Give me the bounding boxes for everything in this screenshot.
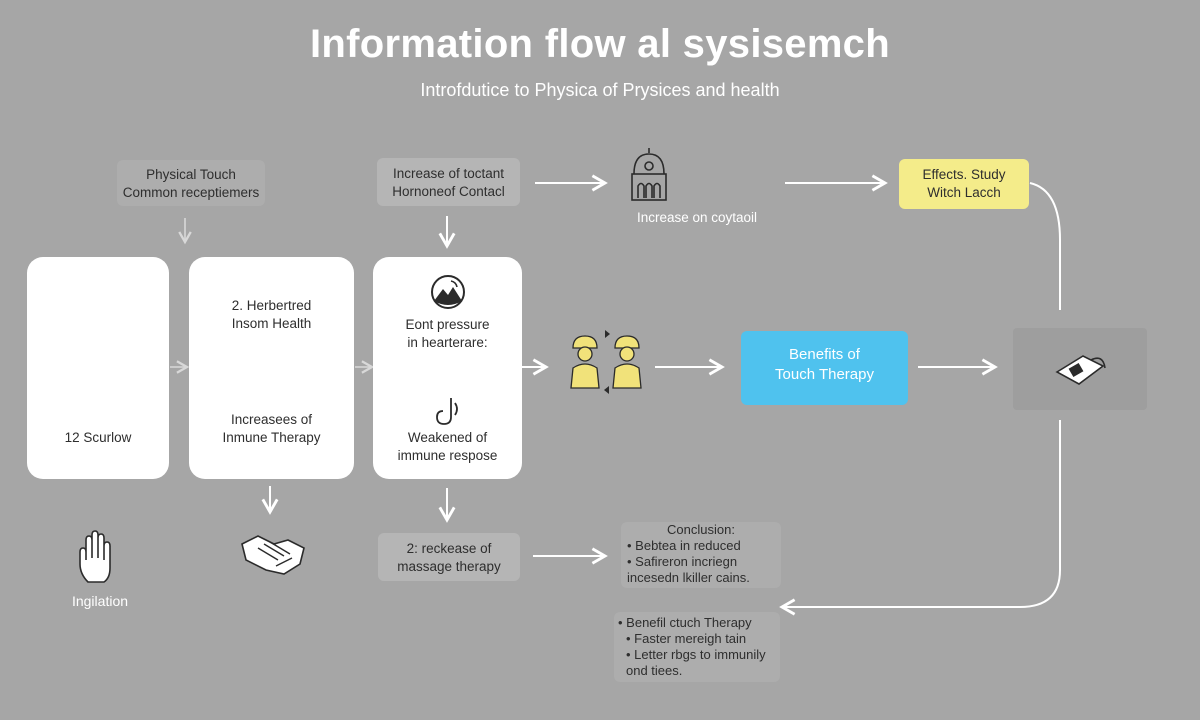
node-release-massage-line2: massage therapy [397,559,501,574]
card-eont-pressure: Eont pressure in hearterare: Weakened of… [373,257,522,479]
node-conclusion-list: • Bebtea in reduced • Safireron incriegn… [627,538,781,586]
node-effects-study-line2: Witch Lacch [927,185,1001,200]
node-physical-touch: Physical Touch Common receptiemers [117,160,265,206]
card-scurlow-label: 12 Scurlow [64,430,132,445]
node-increase-hormone-line1: Increase of toctant [392,166,505,181]
node-benefits-line2: Touch Therapy [775,366,874,383]
node-effects-study: Effects. Study Witch Lacch [899,159,1029,209]
node-physical-touch-line1: Physical Touch [146,167,236,182]
card-increases-immune-line2: Inmune Therapy [222,430,321,445]
list-item: • Bebtea in reduced [627,538,741,553]
card-weakened-line1: Weakened of [407,430,488,445]
stethoscope-icon [436,398,458,425]
node-conclusion-heading: Conclusion: [667,522,735,537]
node-ingilation: Ingilation [71,593,129,609]
building-dome-icon [631,148,667,201]
node-benefit-list-heading: • Benefil ctuch Therapy [618,615,752,630]
card-herbertred-line2: Insom Health [231,316,312,331]
card-eont-pressure-line1: Eont pressure [405,317,490,332]
page-subtitle: Introfdutice to Physica of Prysices and … [420,80,780,100]
list-item: • Letter rbgs to immunily [626,647,766,662]
mountain-circle-icon [431,275,465,309]
card-herbertred: 2. Herbertred Insom Health Increasees of… [189,257,354,479]
node-increase-hormone: Increase of toctant Hornoneof Contacl [377,158,520,206]
node-benefits: Benefits of Touch Therapy [741,331,908,405]
list-item: • Faster mereigh tain [626,631,747,646]
list-item: ond tiees. [626,663,683,678]
card-herbertred-label: 2. Herbertred Insom Health [189,297,354,333]
node-physical-touch-line2: Common receptiemers [122,185,260,200]
card-increases-immune-label: Increasees of Inmune Therapy [189,411,354,447]
node-effects-study-line1: Effects. Study [922,167,1006,182]
list-item: incesedn lkiller cains. [627,570,750,585]
node-benefit-list: • Benefil ctuch Therapy • Faster mereigh… [614,612,780,682]
node-release-massage: 2: reckease of massage therapy [378,533,520,581]
open-hand-icon [79,530,111,583]
device-box [1013,328,1147,410]
card-herbertred-line1: 2. Herbertred [231,298,312,313]
handshake-icon [241,535,305,575]
page-title: Information flow al sysisemch [310,22,890,66]
two-workers-icon [570,330,642,394]
bandage-device-icon [1055,355,1106,385]
card-eont-pressure-line2: in hearterare: [407,335,488,350]
node-increase-cortisol: Increase on coytaoil [636,210,758,225]
list-item: • Safireron incriegn [627,554,738,569]
card-weakened-line2: immune respose [397,448,498,463]
node-release-massage-line1: 2: reckease of [406,541,492,556]
connector-device-to-benefitlist [779,420,1061,616]
card-scurlow: 12 Scurlow [27,257,169,479]
card-eont-pressure-label: Eont pressure in hearterare: [373,316,522,352]
card-increases-immune-line1: Increasees of [230,412,313,427]
connector-effects-down [1029,182,1061,310]
node-increase-hormone-line2: Hornoneof Contacl [392,184,505,199]
node-conclusion: Conclusion: • Bebtea in reduced • Safire… [621,522,781,588]
node-benefits-line1: Benefits of [789,346,860,363]
card-weakened-label: Weakened of immune respose [373,429,522,465]
node-benefit-list-items: • Benefil ctuch Therapy • Faster mereigh… [618,615,780,679]
